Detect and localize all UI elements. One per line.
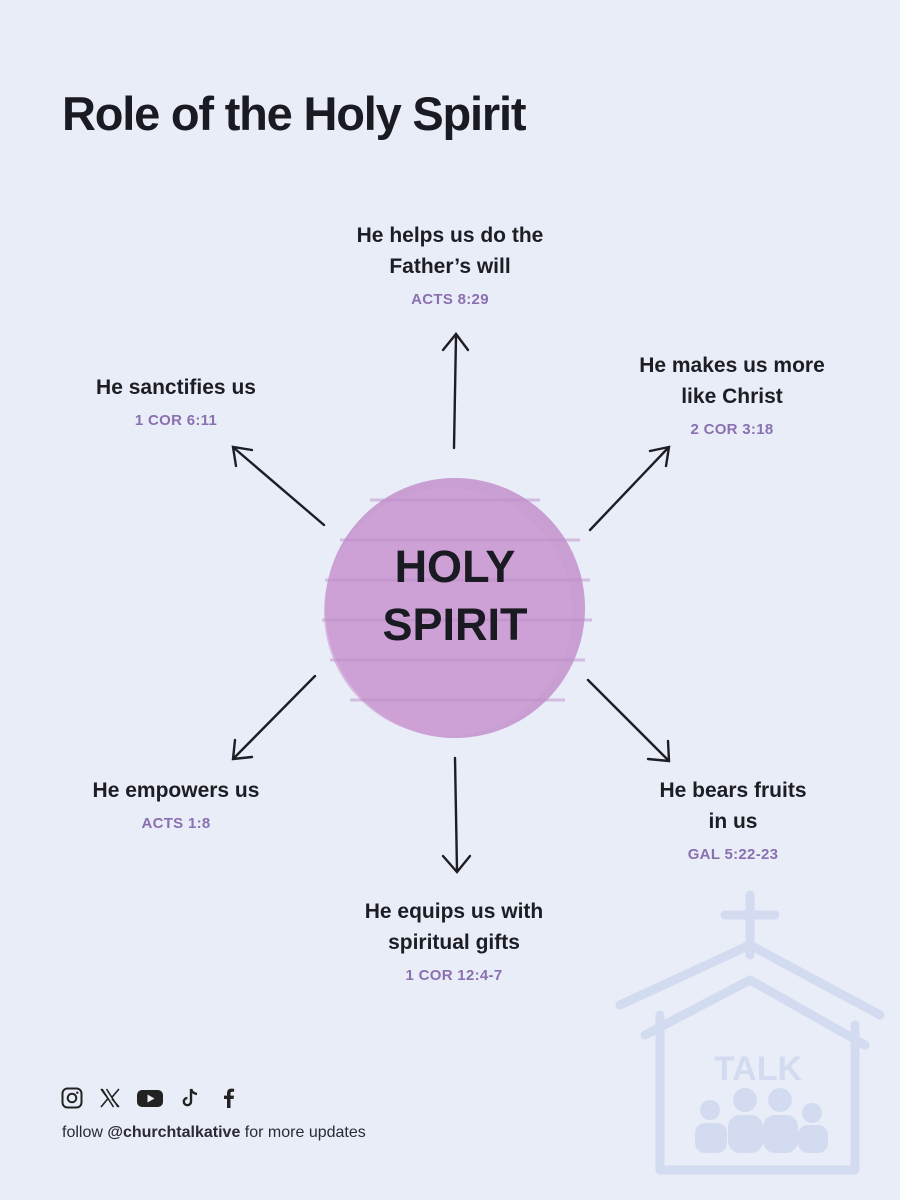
center-blob [322,478,592,738]
footer-prefix: follow [62,1124,103,1141]
social-icons [60,1086,240,1110]
church-talk-watermark: TALK [615,890,885,1175]
node-label-line: like Christ [681,385,783,408]
instagram-icon[interactable] [60,1086,84,1110]
node-label-line: spiritual gifts [388,931,520,954]
arrow-up-left [231,445,326,527]
center-line-2: SPIRIT [382,599,528,650]
node-label-line: Father’s will [389,255,511,278]
node-ref: ACTS 1:8 [141,815,211,832]
tiktok-icon[interactable] [178,1086,202,1110]
arrow-down-left [231,674,317,761]
node-label-line: He bears fruits [659,779,807,802]
node-label: He equips us with spiritual gifts [314,896,594,958]
center-label: HOLY SPIRIT [305,538,605,654]
node-label-line: He makes us more [639,354,825,377]
center-line-1: HOLY [394,541,516,592]
node-label: He sanctifies us [36,372,316,403]
arrow-down [441,756,472,874]
node-sanctifies: He sanctifies us 1 COR 6:11 [36,372,316,429]
watermark-text: TALK [714,1050,803,1088]
footer-follow-text: follow @churchtalkative for more updates [62,1124,366,1142]
node-label-line: He empowers us [92,779,260,802]
node-empowers: He empowers us ACTS 1:8 [36,775,316,832]
node-ref: 2 COR 3:18 [690,421,774,438]
node-label: He helps us do the Father’s will [310,220,590,282]
arrow-up [441,332,470,450]
arrow-up-right [588,445,671,532]
node-fathers-will: He helps us do the Father’s will ACTS 8:… [310,220,590,308]
node-ref: 1 COR 12:4-7 [405,967,503,984]
node-ref: 1 COR 6:11 [134,412,218,429]
node-ref: GAL 5:22-23 [687,846,779,863]
node-label-line: He helps us do the [356,224,544,247]
footer-handle[interactable]: @churchtalkative [107,1124,241,1141]
node-label-line: He equips us with [364,900,544,923]
footer-suffix: for more updates [244,1124,366,1141]
node-spiritual-gifts: He equips us with spiritual gifts 1 COR … [314,896,594,984]
node-label-line: in us [708,810,758,833]
node-label: He empowers us [36,775,316,806]
x-icon[interactable] [98,1086,122,1110]
node-label: He bears fruits in us [593,775,873,837]
page-title: Role of the Holy Spirit [62,87,527,140]
arrow-down-right [586,678,671,763]
youtube-icon[interactable] [136,1086,164,1110]
node-like-christ: He makes us more like Christ 2 COR 3:18 [592,350,872,438]
node-label: He makes us more like Christ [592,350,872,412]
node-label-line: He sanctifies us [96,376,256,399]
node-fruits: He bears fruits in us GAL 5:22-23 [593,775,873,863]
node-ref: ACTS 8:29 [411,291,489,308]
facebook-icon[interactable] [216,1086,240,1110]
